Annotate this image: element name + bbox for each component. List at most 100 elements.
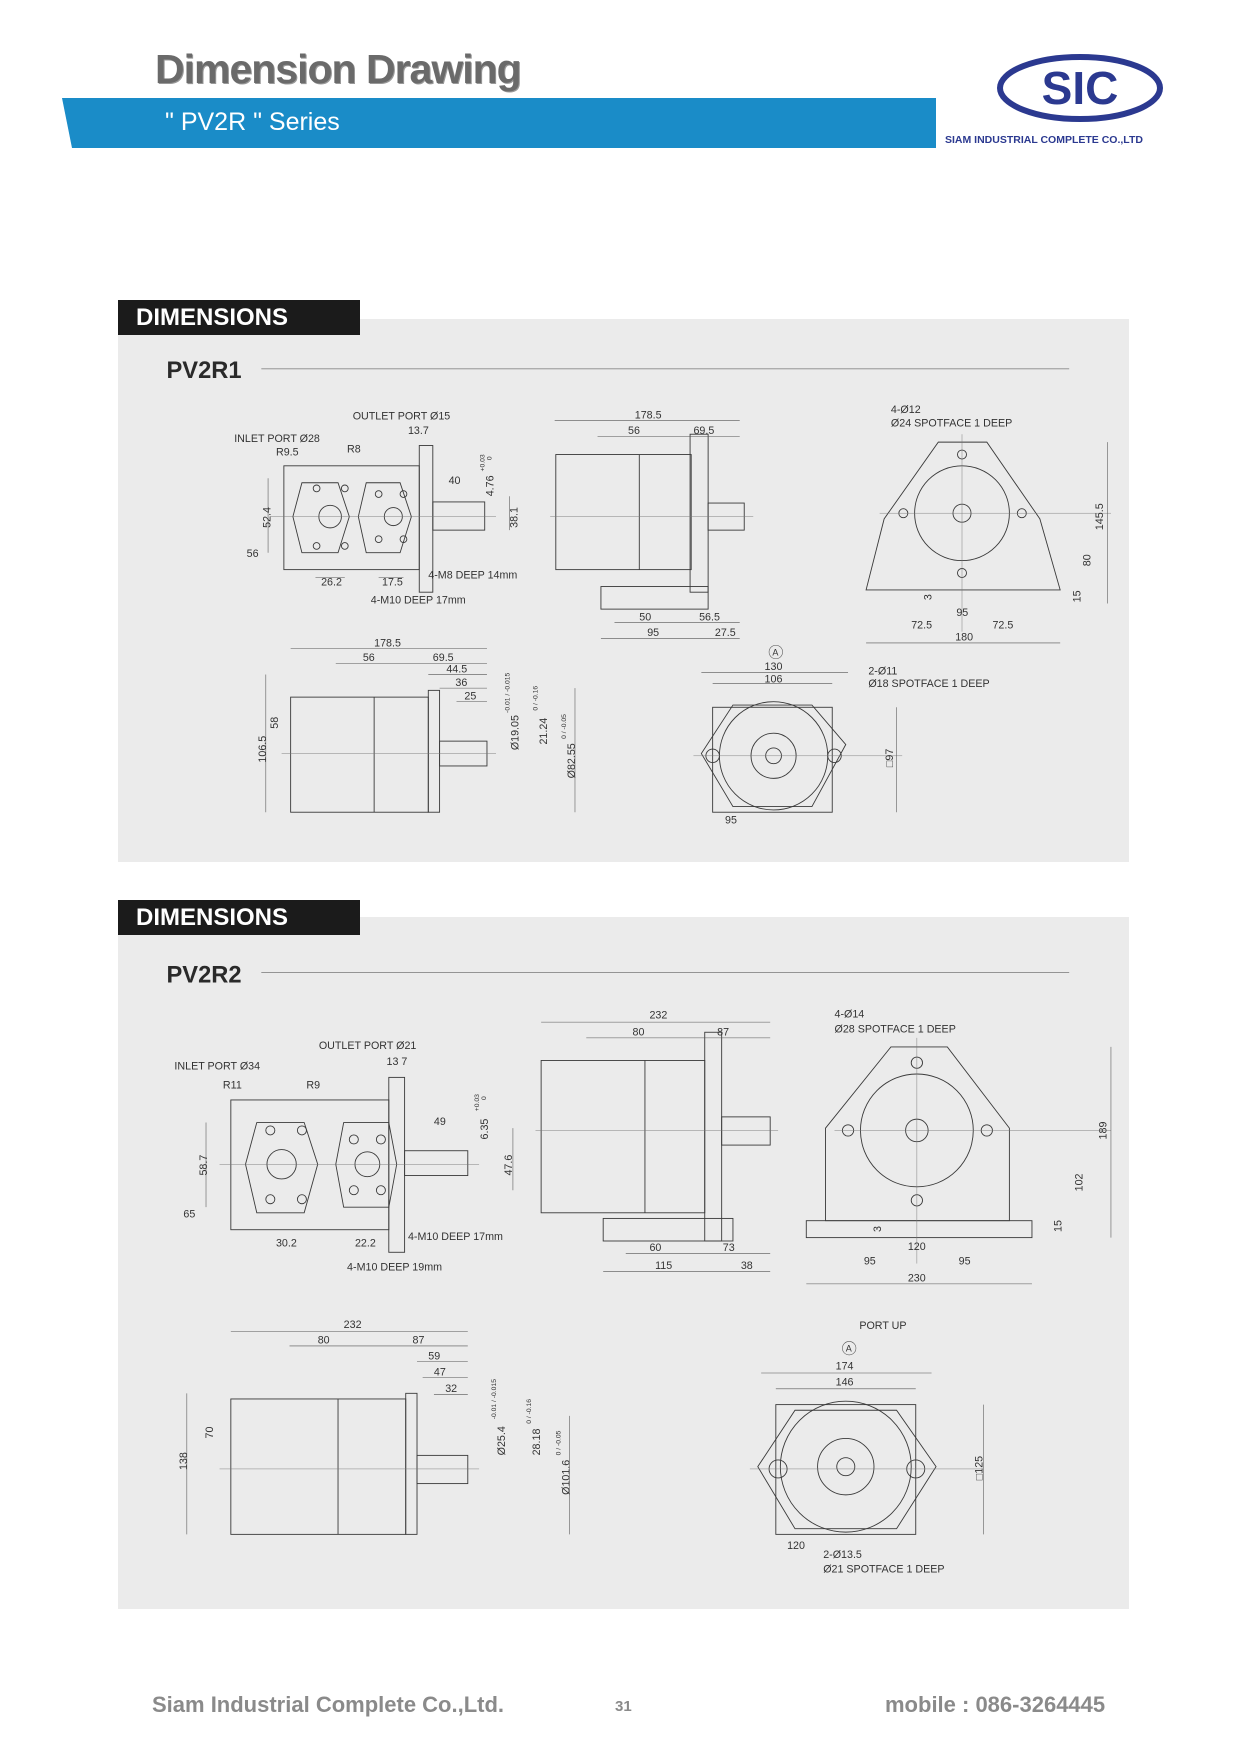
label: 4-Ø12 <box>891 404 921 416</box>
tolerance: -0.01 / -0.015 <box>505 672 512 712</box>
label: 70 <box>204 1427 216 1439</box>
label: 69.5 <box>433 652 454 664</box>
model-title: PV2R2 <box>167 963 242 989</box>
label: 56 <box>363 652 375 664</box>
label: 38.1 <box>508 507 520 528</box>
mount-view <box>693 644 903 813</box>
label: 106 <box>765 673 783 685</box>
label: 25 <box>464 690 476 702</box>
label: 47 <box>434 1366 446 1378</box>
label: 4-M10 DEEP 17mm <box>371 594 466 606</box>
foot-view <box>865 434 1111 644</box>
label: 95 <box>956 607 968 619</box>
tolerance: -0.01 / -0.015 <box>491 1379 498 1419</box>
sic-logo: SIC <box>997 54 1163 122</box>
label: 21.24 <box>538 718 550 745</box>
tolerance: 0 / -0.16 <box>526 1399 533 1424</box>
label: Ø21 SPOTFACE 1 DEEP <box>823 1564 944 1576</box>
footer-company: Siam Industrial Complete Co.,Ltd. <box>152 1692 505 1717</box>
label: OUTLET PORT Ø15 <box>353 411 451 423</box>
front-view <box>267 445 510 593</box>
pv2r1-drawing: PV2R1 INLET PORT Ø28 OUTLET PORT Ø15 13.… <box>167 358 1111 827</box>
label: 120 <box>908 1241 926 1253</box>
tolerance: 0 <box>486 456 493 460</box>
label: OUTLET PORT Ø21 <box>319 1040 417 1052</box>
label: 56 <box>247 548 259 560</box>
label: 102 <box>1074 1173 1086 1191</box>
label: 6.35 <box>479 1119 491 1140</box>
model-title: PV2R1 <box>167 358 242 384</box>
logo-mark: SIC <box>1042 62 1119 114</box>
label: 38 <box>741 1260 753 1272</box>
label: 49 <box>434 1116 446 1128</box>
label: 130 <box>765 661 783 673</box>
tolerance: 0 / -0.05 <box>555 1430 562 1455</box>
label: 65 <box>183 1208 195 1220</box>
label: 106.5 <box>257 736 269 763</box>
label: 47.6 <box>503 1155 515 1176</box>
label: 40 <box>449 475 461 487</box>
footer-mobile: mobile : 086-3264445 <box>885 1692 1106 1717</box>
label: INLET PORT Ø34 <box>174 1060 260 1072</box>
logo-company-name: SIAM INDUSTRIAL COMPLETE CO.,LTD <box>945 134 1143 146</box>
label: 4-M10 DEEP 17mm <box>408 1231 503 1243</box>
label: 52.4 <box>261 507 273 528</box>
tolerance: +0.03 <box>474 1094 481 1111</box>
label: 28.18 <box>531 1429 543 1456</box>
label: 13 7 <box>387 1056 408 1068</box>
label: 58.7 <box>198 1155 210 1176</box>
label: 59 <box>428 1350 440 1362</box>
series-banner <box>62 98 936 148</box>
datum-a-label: A <box>772 647 778 657</box>
label: 4.76 <box>485 475 497 496</box>
label: 80 <box>633 1027 645 1039</box>
label: 56 <box>628 425 640 437</box>
label: 95 <box>864 1256 876 1268</box>
label: 73 <box>723 1242 735 1254</box>
label: Ø25.4 <box>496 1426 508 1455</box>
pv2r1-drawing-panel: PV2R1 INLET PORT Ø28 OUTLET PORT Ø15 13.… <box>118 319 1129 862</box>
label: Ø18 SPOTFACE 1 DEEP <box>868 678 989 690</box>
label: 3 <box>872 1226 884 1232</box>
label: R8 <box>347 443 361 455</box>
label: 178.5 <box>374 637 401 649</box>
section-badge: DIMENSIONS <box>118 300 360 335</box>
label: 95 <box>647 627 659 639</box>
label: 4-Ø14 <box>835 1009 865 1021</box>
label: 95 <box>725 815 737 827</box>
label: 26.2 <box>321 576 342 588</box>
label: 50 <box>639 611 651 623</box>
label: 180 <box>955 632 973 644</box>
page-number: 31 <box>615 1698 632 1715</box>
label: 3 <box>923 594 935 600</box>
label: INLET PORT Ø28 <box>234 433 320 445</box>
page-title: Dimension Drawing <box>155 46 522 92</box>
label: 44.5 <box>446 663 467 675</box>
label: 69.5 <box>693 425 714 437</box>
lower-side-view <box>265 648 576 813</box>
label: 145.5 <box>1094 503 1106 530</box>
label: 232 <box>344 1319 362 1331</box>
label: 72.5 <box>911 619 932 631</box>
label: 15 <box>1071 590 1083 602</box>
label: 4-M8 DEEP 14mm <box>428 570 517 582</box>
label: Ø82.55 <box>566 743 578 778</box>
label: Ø101.6 <box>560 1460 572 1495</box>
label: 120 <box>787 1540 805 1552</box>
label: 4-M10 DEEP 19mm <box>347 1261 442 1273</box>
label: R9 <box>306 1080 320 1092</box>
label: 56.5 <box>699 611 720 623</box>
mount-view <box>749 1341 984 1535</box>
label: 58 <box>269 717 281 729</box>
label: R11 <box>223 1080 242 1092</box>
label: 146 <box>836 1376 854 1388</box>
front-view <box>205 1076 514 1253</box>
label: 80 <box>318 1335 330 1347</box>
side-view <box>550 420 754 639</box>
label: 72.5 <box>992 619 1013 631</box>
label: 2-Ø11 <box>868 666 897 678</box>
label: 138 <box>178 1452 190 1470</box>
tolerance: 0 <box>481 1096 488 1100</box>
label: Ø28 SPOTFACE 1 DEEP <box>835 1023 956 1035</box>
label: 30.2 <box>276 1238 297 1250</box>
